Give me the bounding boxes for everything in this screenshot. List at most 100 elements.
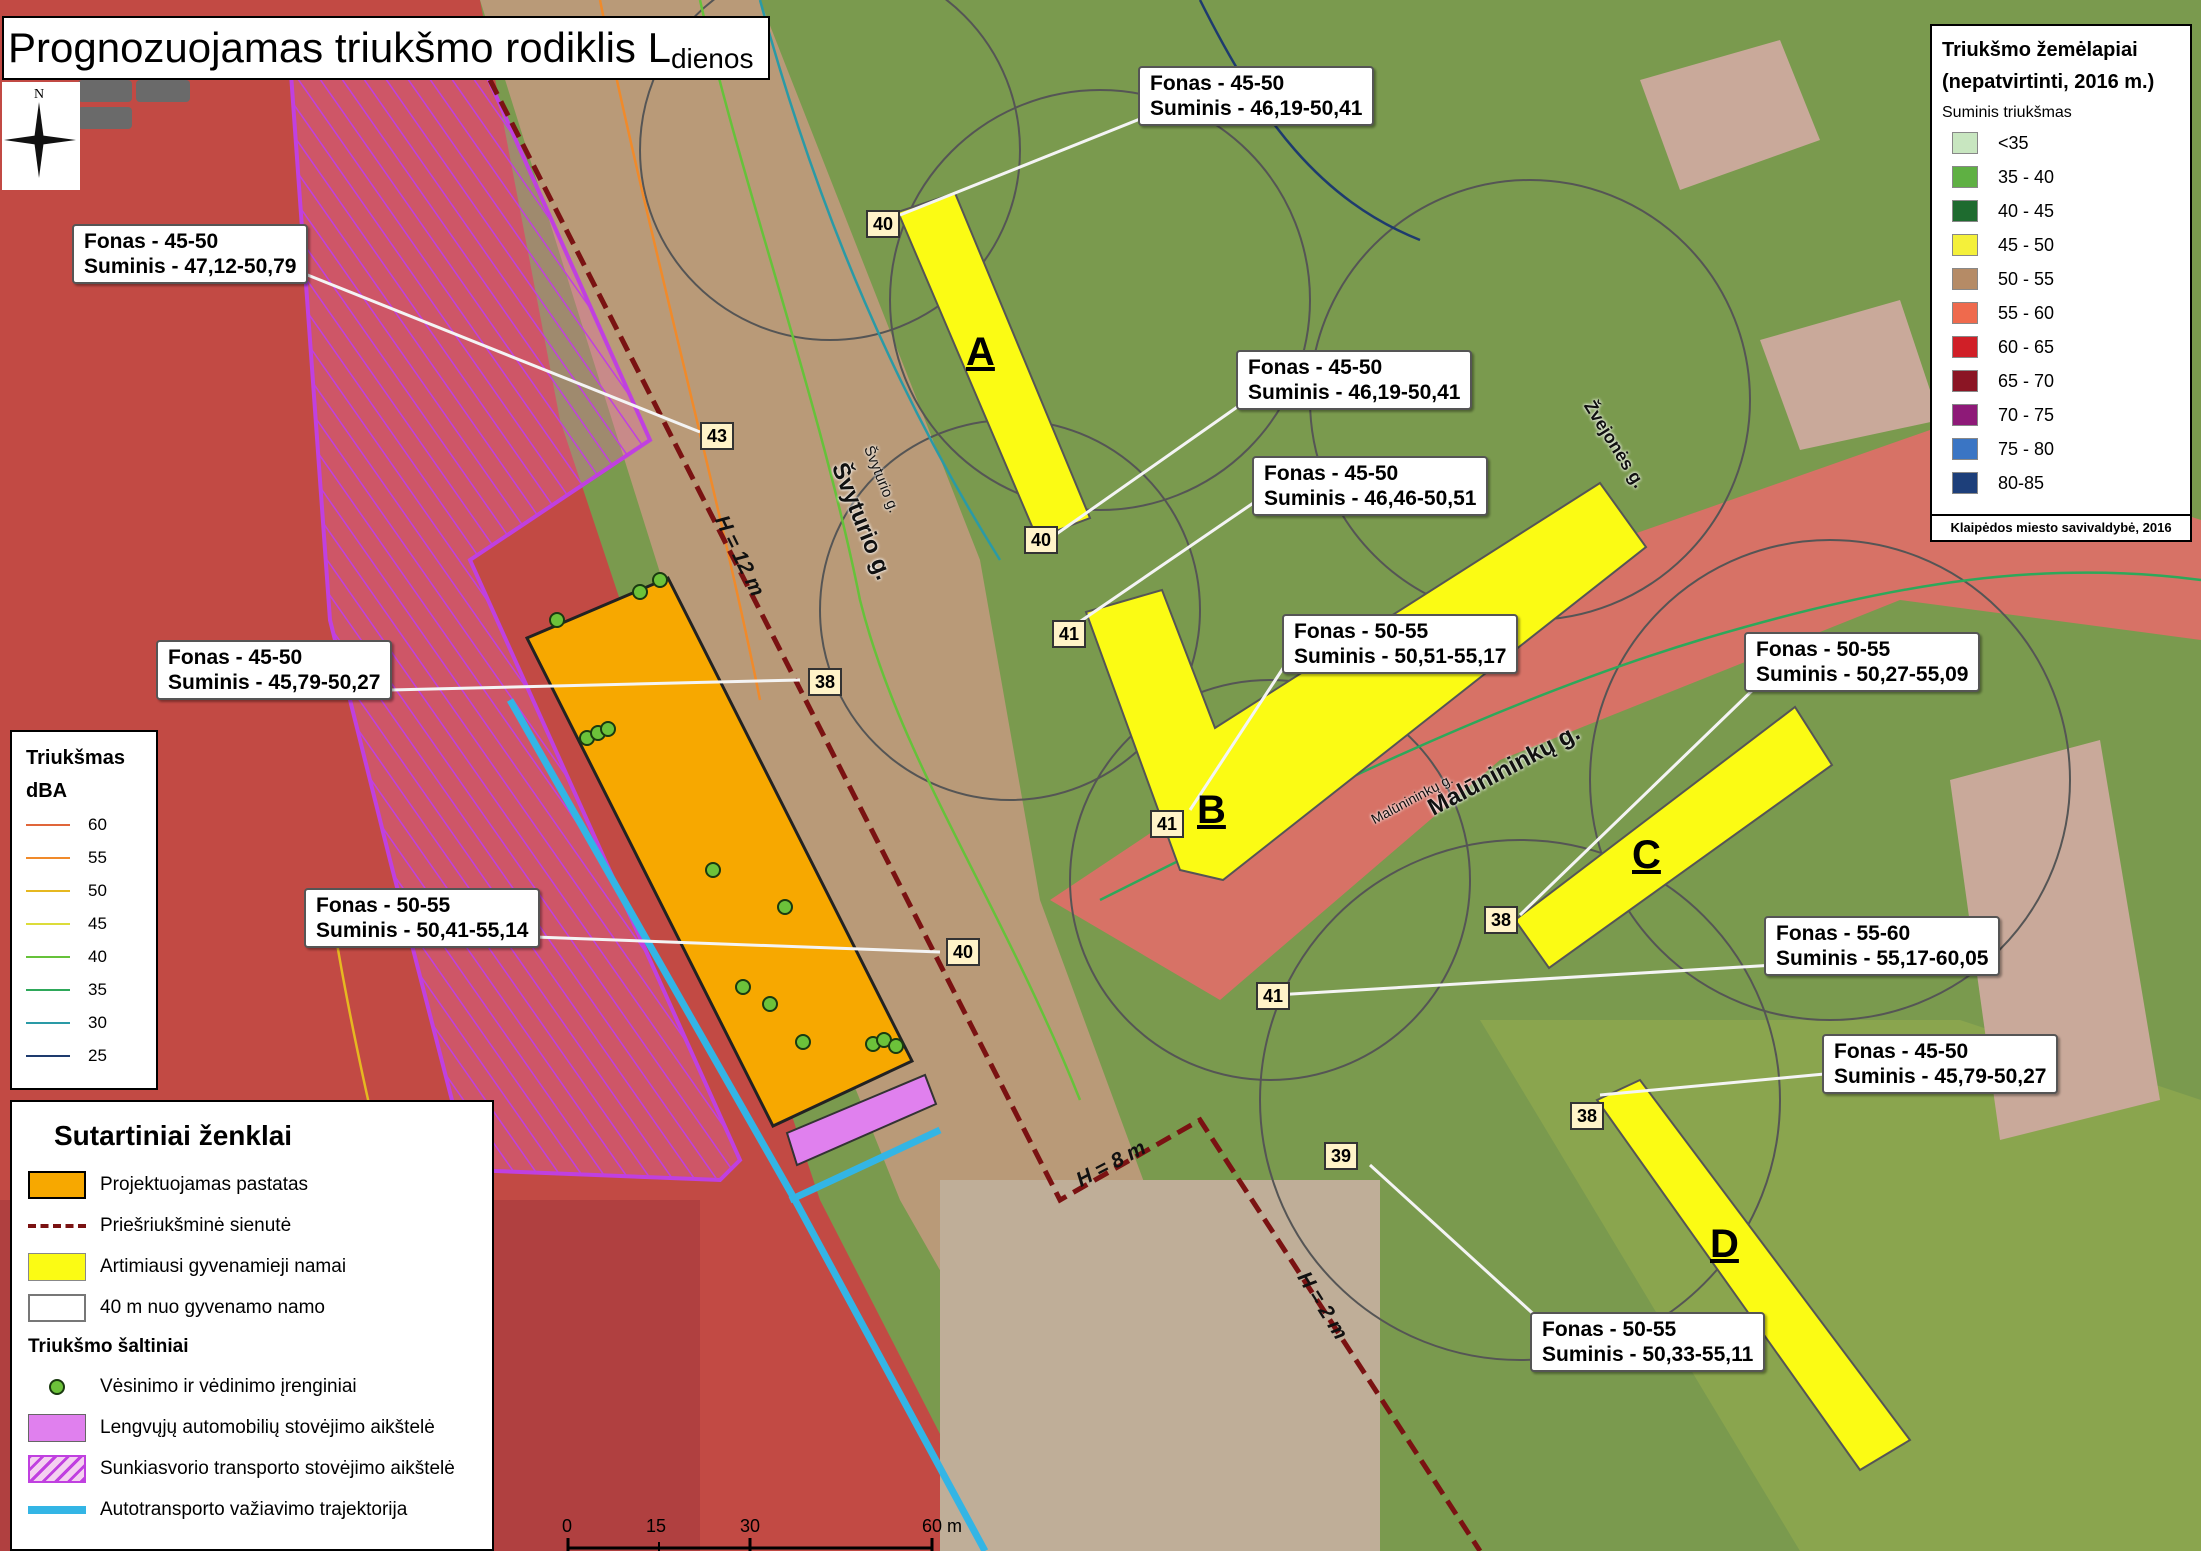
contour-label: 35: [88, 979, 107, 999]
legend-item-label: Lengvųjų automobilių stovėjimo aikštelė: [100, 1416, 435, 1438]
map-tool-button[interactable]: [136, 80, 190, 102]
house-roof: [1640, 40, 1820, 190]
map-tool-button[interactable]: [78, 80, 132, 102]
noise-zone-50-55-street: [480, 0, 1280, 1551]
noise-zone-55-60-maluninku: [1050, 430, 2201, 1000]
contour-item: 40: [26, 940, 142, 973]
legend-item: Sunkiasvorio transporto stovėjimo aikšte…: [28, 1448, 476, 1489]
legend-item: Vėsinimo ir vėdinimo įrenginiai: [28, 1366, 476, 1407]
callout-fonas: Fonas - 45-50: [168, 646, 303, 669]
noise-legend-subtitle: Suminis triukšmas: [1942, 104, 2072, 121]
contour-label: 60: [88, 814, 107, 834]
legend-item-label: Autotransporto važiavimo trajektorija: [100, 1498, 408, 1520]
callout-suminis: Suminis - 45,79-50,27: [1834, 1065, 2047, 1088]
scale-tick: 0: [562, 1516, 573, 1536]
callout-fonas: Fonas - 45-50: [1150, 72, 1285, 95]
contour-legend-title-1: Triukšmas: [26, 747, 125, 769]
scale-tick: 30: [740, 1516, 761, 1536]
map-toolbar: [78, 80, 248, 129]
noise-class-item: 75 - 80: [1942, 432, 2180, 466]
house-roof: [1760, 300, 1940, 450]
legend-item-label: Priešriukšminė sienutė: [100, 1214, 292, 1236]
legend-item-label: Sunkiasvorio transporto stovėjimo aikšte…: [100, 1457, 455, 1479]
legend-section-title: Triukšmo šaltiniai: [28, 1336, 189, 1357]
noise-class-item: 80-85: [1942, 466, 2180, 500]
noise-class-swatch: [1952, 370, 1978, 392]
noise-class-swatch: [1952, 438, 1978, 460]
callout-fonas: Fonas - 45-50: [1248, 356, 1383, 379]
contour-line-swatch: [26, 955, 70, 958]
noise-class-label: 50 - 55: [1998, 268, 2055, 289]
noise-class-item: 35 - 40: [1942, 160, 2180, 194]
building-label-b: B: [1197, 788, 1226, 832]
equipment-swatch: [28, 1373, 86, 1401]
callout-suminis: Suminis - 46,19-50,41: [1150, 97, 1363, 120]
contour-line-swatch: [26, 823, 70, 826]
noise-class-label: 80-85: [1998, 472, 2045, 493]
callout-suminis: Suminis - 55,17-60,05: [1776, 947, 1989, 970]
building-label-c: C: [1632, 833, 1661, 877]
contour-line-swatch: [26, 1054, 70, 1057]
compass-rose-icon: N: [2, 82, 80, 190]
noise-class-swatch: [1952, 132, 1978, 154]
contour-label: 40: [88, 946, 107, 966]
noise-class-swatch: [1952, 404, 1978, 426]
noise-class-swatch: [1952, 302, 1978, 324]
map-tool-button[interactable]: [78, 107, 132, 129]
noise-class-item: 50 - 55: [1942, 262, 2180, 296]
point-label: 41: [1256, 982, 1290, 1010]
map-title-main: Prognozuojamas triukšmo rodiklis L: [8, 24, 671, 71]
callout-suminis: Suminis - 47,12-50,79: [84, 255, 297, 278]
legend-item: Projektuojamas pastatas: [28, 1164, 476, 1205]
map-legend: Sutartiniai ženklai Projektuojamas pasta…: [10, 1100, 494, 1551]
heavy-parking-swatch: [28, 1454, 86, 1483]
contour-item: 55: [26, 841, 142, 874]
noise-class-item: 60 - 65: [1942, 330, 2180, 364]
noise-legend-source: Klaipėdos miesto savivaldybė, 2016: [1932, 514, 2190, 540]
contour-line-swatch: [26, 889, 70, 892]
project-building: [524, 576, 915, 1128]
noise-class-label: 75 - 80: [1998, 438, 2055, 459]
callout-suminis: Suminis - 46,19-50,41: [1248, 381, 1461, 404]
map-title: Prognozuojamas triukšmo rodiklis Ldienos: [2, 16, 770, 80]
callout-fonas: Fonas - 45-50: [1834, 1040, 1969, 1063]
noise-class-label: 55 - 60: [1998, 302, 2055, 323]
noise-class-item: 65 - 70: [1942, 364, 2180, 398]
noise-class-item: 40 - 45: [1942, 194, 2180, 228]
buffer-swatch: [28, 1293, 86, 1322]
building-label-a: A: [966, 330, 995, 374]
noise-wall: [487, 78, 1483, 1551]
point-label: 40: [946, 938, 980, 966]
callout-leaders: [299, 113, 1836, 1322]
compass-north-label: N: [34, 87, 44, 102]
point-label: 38: [808, 668, 842, 696]
building-label-d: D: [1710, 1222, 1739, 1266]
point-label: 40: [1024, 526, 1058, 554]
contour-label: 50: [88, 880, 107, 900]
map-title-subscript: dienos: [670, 43, 754, 74]
contour-line-swatch: [26, 1021, 70, 1024]
noise-class-item: 70 - 75: [1942, 398, 2180, 432]
noise-class-label: 60 - 65: [1998, 336, 2055, 357]
point-label: 38: [1570, 1102, 1604, 1130]
contour-item: 45: [26, 907, 142, 940]
legend-item-label: Projektuojamas pastatas: [100, 1173, 309, 1195]
callout-fonas: Fonas - 50-55: [1756, 638, 1891, 661]
noise-class-swatch: [1952, 268, 1978, 290]
noise-class-item: 55 - 60: [1942, 296, 2180, 330]
legend-item-label: Vėsinimo ir vėdinimo įrenginiai: [100, 1375, 357, 1397]
noise-class-swatch: [1952, 166, 1978, 188]
